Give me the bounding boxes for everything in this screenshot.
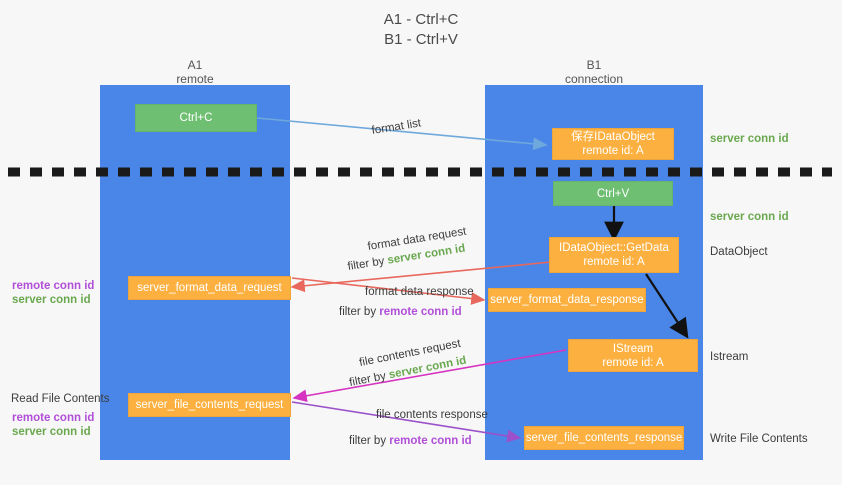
filter-key-remote-conn-id-1: remote conn id <box>379 306 462 318</box>
lane-header-a1: A1 remote <box>100 58 290 86</box>
edge-label-file-contents-response: file contents response <box>376 409 488 421</box>
right-label-write-file-contents: Write File Contents <box>710 433 808 445</box>
box-server-format-data-request[interactable]: server_format_data_request <box>128 276 291 300</box>
lane-a1-role: remote <box>176 72 214 86</box>
right-label-istream: Istream <box>710 351 749 363</box>
right-label-server-conn-id-mid: server conn id <box>710 211 789 223</box>
lane-b1-role: connection <box>564 72 624 86</box>
box-server-format-data-response-label: server_format_data_response <box>490 294 644 306</box>
lane-b1-name: B1 <box>586 58 602 72</box>
box-getdata-line2: remote id: A <box>583 256 645 268</box>
left-label-server-conn-id-1: server conn id <box>12 294 91 306</box>
box-server-format-data-request-label: server_format_data_request <box>137 282 282 294</box>
page-title: A1 - Ctrl+C B1 - Ctrl+V <box>0 10 842 50</box>
left-label-group-file: remote conn id server conn id <box>12 411 94 439</box>
box-getdata-line1: IDataObject::GetData <box>559 242 669 254</box>
box-server-format-data-response[interactable]: server_format_data_response <box>488 288 646 312</box>
box-server-file-contents-request-label: server_file_contents_request <box>135 399 284 411</box>
box-istream-line1: IStream <box>612 342 654 355</box>
edge-label-file-contents-response-filter: filter by remote conn id <box>349 434 472 449</box>
box-ctrl-v-label: Ctrl+V <box>596 187 630 200</box>
box-ctrl-c-label: Ctrl+C <box>179 112 213 124</box>
left-label-server-conn-id-2: server conn id <box>12 426 91 438</box>
box-server-file-contents-response-label: server_file_contents_response <box>525 432 683 444</box>
box-save-idataobject-line1: 保存IDataObject <box>571 131 655 143</box>
title-line-2: B1 - Ctrl+V <box>384 31 458 48</box>
edge-label-format-list: format list <box>370 117 422 138</box>
box-save-idataobject[interactable]: 保存IDataObject remote id: A <box>552 128 674 160</box>
box-getdata[interactable]: IDataObject::GetData remote id: A <box>549 237 679 273</box>
left-label-group-format: remote conn id server conn id <box>12 279 94 307</box>
box-istream[interactable]: IStream remote id: A <box>568 339 698 372</box>
box-ctrl-v[interactable]: Ctrl+V <box>553 181 673 206</box>
left-label-remote-conn-id-2: remote conn id <box>12 412 95 424</box>
filter-prefix-3: filter by <box>348 370 388 390</box>
left-label-read-file-contents: Read File Contents <box>11 393 110 405</box>
filter-prefix-1: filter by <box>346 255 386 274</box>
box-server-file-contents-response[interactable]: server_file_contents_response <box>524 426 684 450</box>
filter-prefix-2: filter by <box>339 306 377 318</box>
box-ctrl-c[interactable]: Ctrl+C <box>135 104 257 132</box>
lane-header-b1: B1 connection <box>485 58 703 86</box>
filter-key-remote-conn-id-2: remote conn id <box>389 435 472 447</box>
title-line-1: A1 - Ctrl+C <box>383 11 459 28</box>
box-istream-line2: remote id: A <box>602 356 664 369</box>
filter-prefix-4: filter by <box>349 435 387 447</box>
lane-a1-name: A1 <box>187 58 203 72</box>
edge-label-format-data-response-filter: filter by remote conn id <box>339 305 462 320</box>
edge-label-format-data-response: format data response <box>365 286 474 298</box>
box-save-idataobject-line2: remote id: A <box>582 145 644 157</box>
box-server-file-contents-request[interactable]: server_file_contents_request <box>128 393 291 417</box>
left-label-remote-conn-id-1: remote conn id <box>12 280 95 292</box>
right-label-server-conn-id-top: server conn id <box>710 133 789 145</box>
right-label-dataobject: DataObject <box>710 246 768 258</box>
